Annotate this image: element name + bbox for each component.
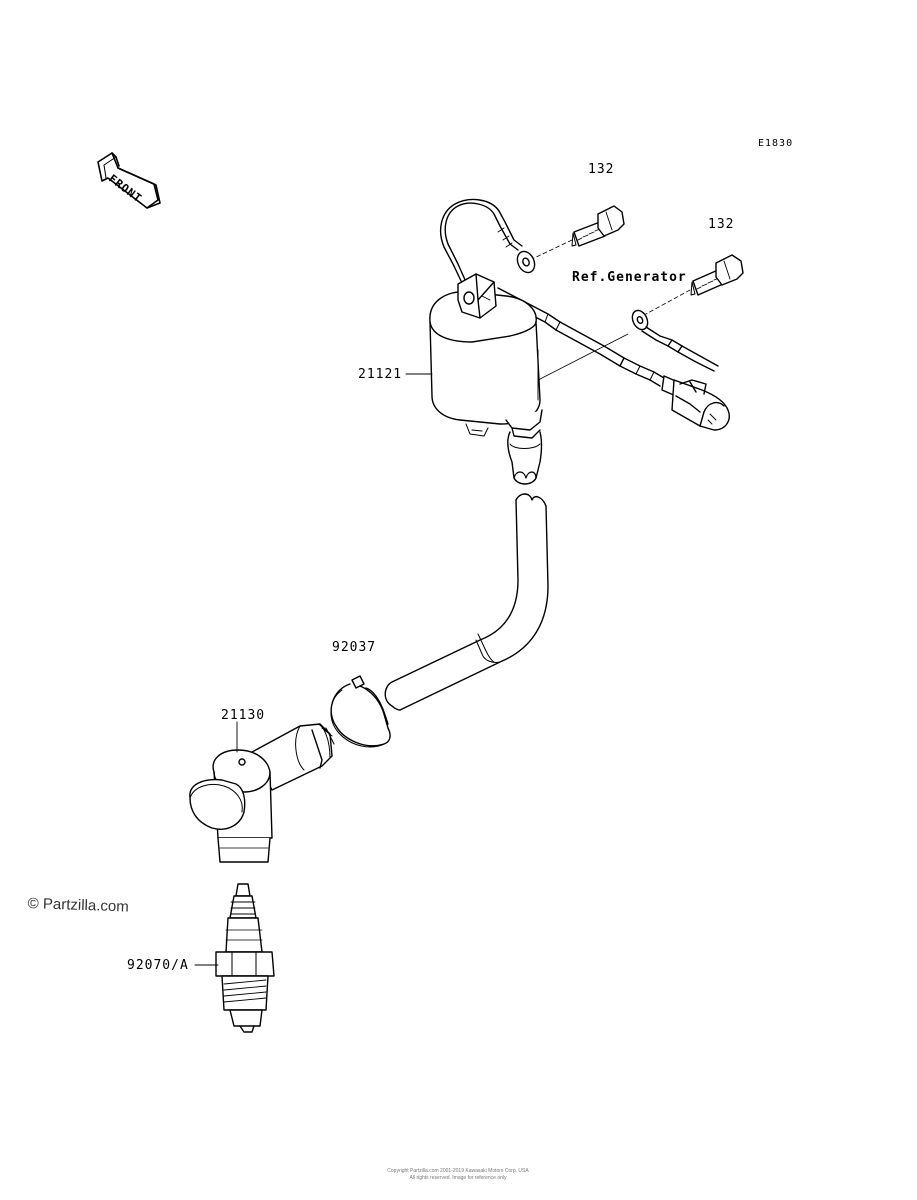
- diagram-code: E1830: [758, 138, 794, 149]
- clamp: [330, 675, 391, 748]
- footer-line-1: Copyright Partzilla.com 2001-2019 Kawasa…: [387, 1168, 529, 1174]
- callout-spark-plug: 92070/A: [127, 958, 189, 973]
- front-arrow-icon: [97, 152, 161, 209]
- callout-clamp: 92037: [332, 640, 377, 655]
- ht-lead-lower: [384, 493, 549, 711]
- plug-cap: [189, 723, 335, 863]
- footer-line-2: All rights reserved. Image for reference…: [409, 1175, 507, 1181]
- callout-ignition-coil: 21121: [358, 367, 403, 382]
- callout-bolt-right: 132: [708, 217, 735, 232]
- bolt-upper: [571, 205, 625, 247]
- callout-bolt-upper: 132: [588, 162, 615, 177]
- watermark: © Partzilla.com: [27, 895, 130, 916]
- ground-wire: [440, 198, 536, 284]
- leader-bolt-right: [645, 289, 691, 315]
- bolt-right: [690, 254, 744, 296]
- leader-bolt-upper: [529, 239, 573, 261]
- callout-plug-cap: 21130: [221, 708, 266, 723]
- callout-ref-generator: Ref.Generator: [572, 270, 687, 285]
- connector-icon: [661, 375, 730, 431]
- spark-plug: [215, 883, 275, 1033]
- generator-wire: [631, 309, 719, 372]
- leader-lines: [194, 373, 433, 966]
- ignition-coil: [429, 273, 543, 439]
- ht-lead-upper: [507, 431, 543, 485]
